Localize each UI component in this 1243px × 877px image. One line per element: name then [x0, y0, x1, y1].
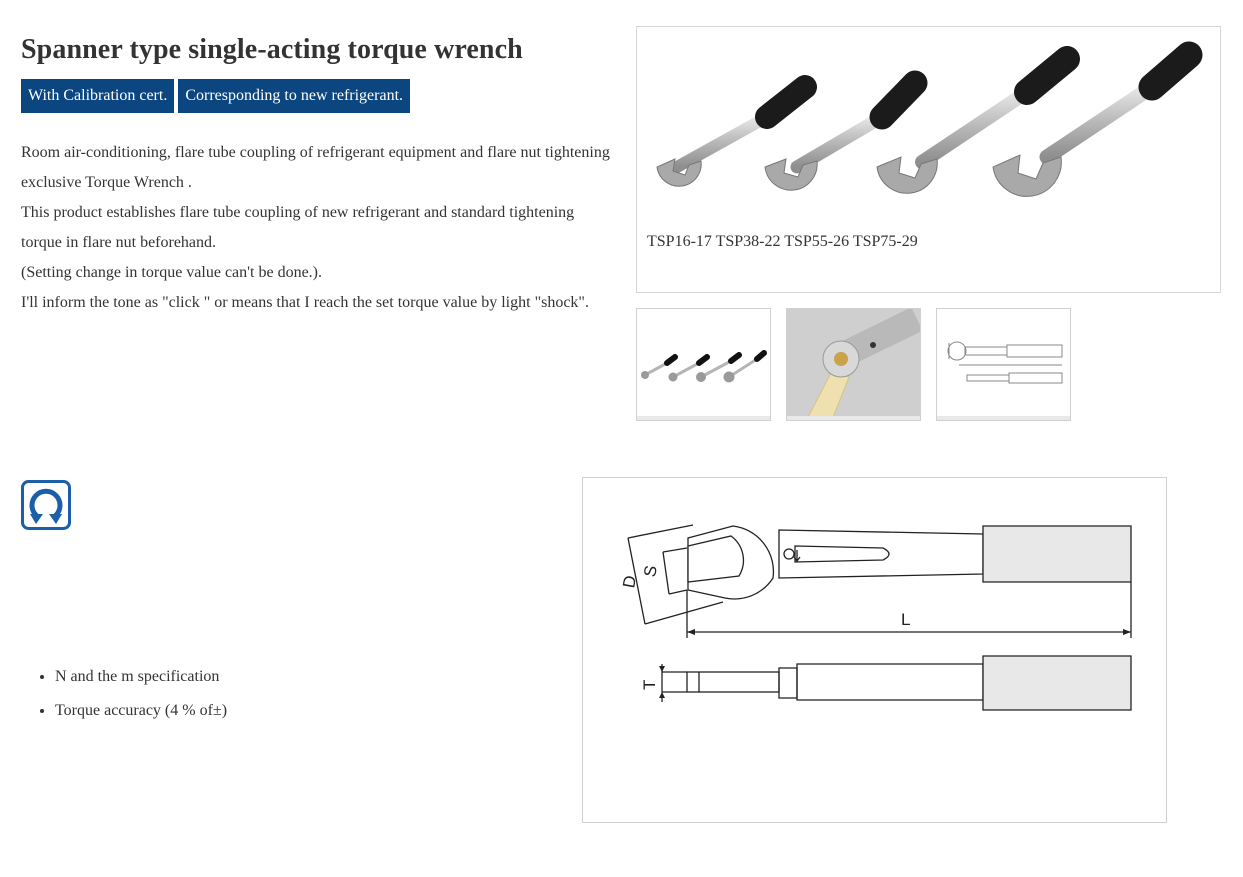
dimension-label-d: D	[619, 574, 640, 589]
usage-thumb	[787, 309, 920, 420]
thumbnail-wrench-set[interactable]	[636, 308, 771, 421]
page-title: Spanner type single-acting torque wrench	[21, 34, 523, 65]
description-line: (Setting change in torque value can't be…	[21, 264, 322, 281]
dimension-label-l: L	[901, 610, 910, 629]
dimension-label-t: T	[640, 680, 659, 690]
thumbnail-strip	[636, 308, 1071, 421]
badge-row: With Calibration cert. Corresponding to …	[21, 79, 411, 113]
thumbnail-dimension-drawing[interactable]	[936, 308, 1071, 421]
calibration-badge: With Calibration cert.	[21, 79, 175, 113]
wrench-set-image	[656, 41, 1203, 197]
wrench-set-thumb	[641, 350, 767, 383]
dimension-diagram: D S L T	[582, 477, 1167, 823]
feature-item: Torque accuracy (4 % of±)	[55, 694, 227, 728]
thumbnail-usage[interactable]	[786, 308, 921, 421]
wrench-1	[656, 75, 817, 187]
wrench-3	[876, 46, 1080, 194]
product-description: Room air-conditioning, flare tube coupli…	[21, 138, 611, 318]
dimension-drawing: D S L T	[619, 524, 1132, 711]
rotation-icon	[21, 480, 71, 530]
wrench-2	[764, 70, 928, 191]
description-line: Room air-conditioning, flare tube coupli…	[21, 144, 610, 191]
dimension-label-s: S	[640, 564, 661, 578]
dimension-drawing-thumb	[947, 341, 1063, 384]
description-line: I'll inform the tone as "click " or mean…	[21, 294, 589, 311]
description-line: This product establishes flare tube coup…	[21, 204, 575, 251]
feature-list: N and the m specification Torque accurac…	[26, 660, 227, 728]
feature-item: N and the m specification	[55, 660, 227, 694]
product-caption: TSP16-17 TSP38-22 TSP55-26 TSP75-29	[647, 233, 918, 250]
main-product-photo[interactable]: TSP16-17 TSP38-22 TSP55-26 TSP75-29	[636, 26, 1221, 293]
refrigerant-badge: Corresponding to new refrigerant.	[178, 79, 411, 113]
wrench-4	[992, 41, 1203, 197]
